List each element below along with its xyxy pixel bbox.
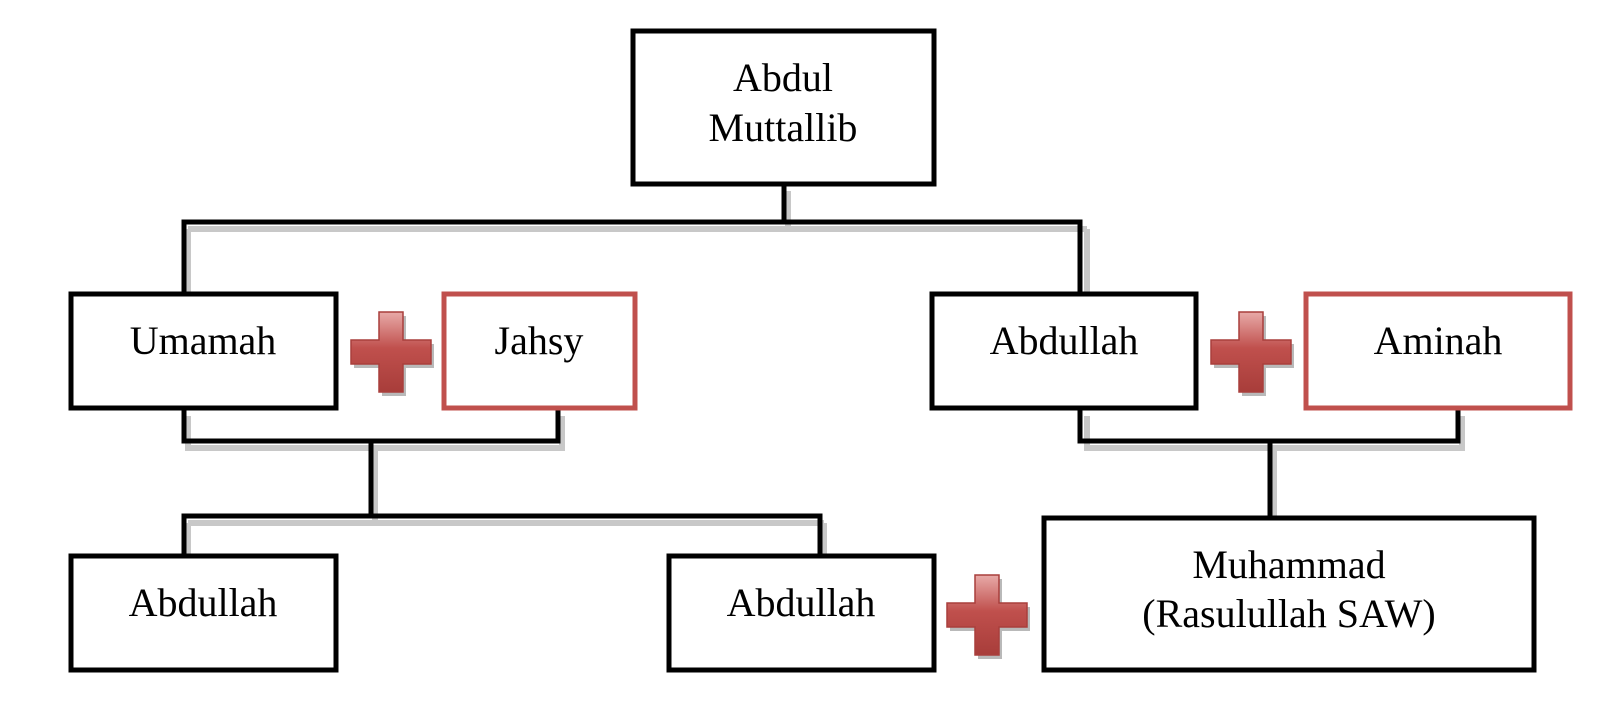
connector-shadow-top [185,191,1090,303]
label-muhammad-line2: (Rasulullah SAW) [1142,591,1435,636]
label-muhammad-line1: Muhammad [1192,542,1385,587]
box-abdul-muttallib [630,28,937,187]
connector-shadow-left [185,416,827,561]
plus-icon [946,574,1030,659]
connector-muttallib-children [181,184,1083,299]
box-abdullah-father [929,291,1199,411]
box-umamah [68,291,339,411]
box-abdullah-child-2 [666,553,937,673]
label-jahsy: Jahsy [495,318,584,363]
connector-abdullah-aminah-child [1077,406,1461,521]
label-abdullah-father: Abdullah [990,318,1139,363]
plus-icon [350,311,434,396]
connector-shadows [185,191,1465,561]
connector-umamah-jahsy-children [181,406,823,557]
box-muhammad [1041,515,1537,673]
plus-icon [1210,311,1294,396]
label-abdul-muttallib-line1: Abdul [733,55,833,100]
label-abdul-muttallib-line2: Muttallib [709,105,858,150]
label-aminah: Aminah [1374,318,1503,363]
node-labels: Abdul Muttallib Umamah Jahsy Abdullah Am… [129,55,1503,636]
box-aminah [1303,291,1573,411]
label-abdullah-child-1: Abdullah [129,580,278,625]
box-jahsy [441,291,638,411]
connectors [181,184,1461,557]
box-abdullah-child-1 [68,553,339,673]
node-boxes [68,28,1573,673]
label-umamah: Umamah [130,318,277,363]
label-abdullah-child-2: Abdullah [727,580,876,625]
connector-shadow-right [1084,416,1465,522]
